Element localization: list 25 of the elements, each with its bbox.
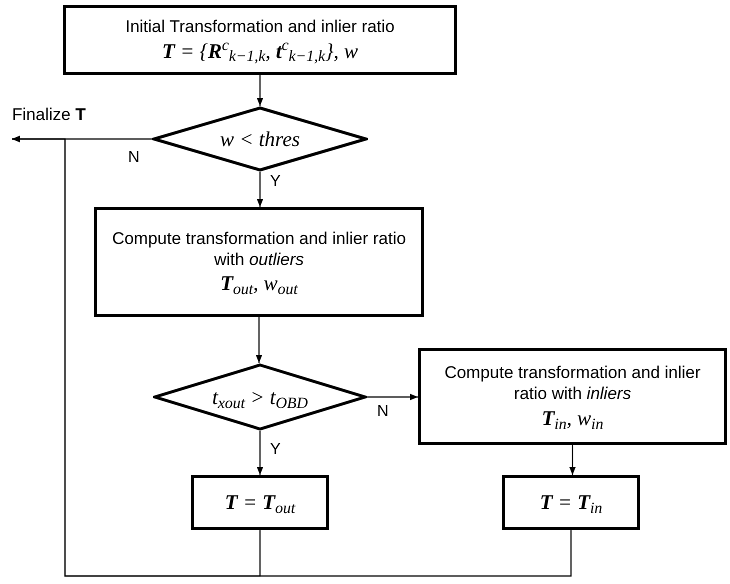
arrow bbox=[569, 445, 576, 475]
process-box bbox=[418, 348, 727, 445]
description-text: Compute transformation and inlier ratio with inliers bbox=[443, 362, 702, 405]
formula: T = {R$^{c}$$_{k−1,k}$, t$^{c}$$_{k−1,k}$}, w bbox=[162, 38, 358, 64]
arrow bbox=[256, 431, 264, 475]
process-box bbox=[94, 207, 424, 317]
description-text: Finalize T bbox=[12, 104, 86, 126]
formula: T$_{in}$, w$_{in}$ bbox=[542, 404, 604, 431]
arrow bbox=[12, 136, 572, 577]
decision-diamond bbox=[152, 106, 368, 172]
description-text: Compute transformation and inlier ratio with outliers bbox=[111, 228, 407, 270]
formula: t$_{x}$$_{out}$ > t$_{OBD}$ bbox=[212, 384, 308, 410]
decision-diamond bbox=[153, 363, 367, 431]
process-box bbox=[191, 475, 329, 530]
arrow bbox=[256, 172, 264, 207]
arrow bbox=[256, 75, 264, 106]
formula: w < thres bbox=[220, 126, 300, 152]
formula: T = T$_{in}$ bbox=[540, 489, 602, 516]
formula: T = T$_{out}$ bbox=[224, 489, 296, 516]
formula: T$_{out}$, w$_{out}$ bbox=[220, 270, 298, 296]
arrow bbox=[256, 317, 262, 363]
process-box bbox=[502, 475, 640, 530]
arrow bbox=[367, 394, 418, 400]
process-box bbox=[63, 5, 457, 75]
description-text: Initial Transformation and inlier ratio bbox=[125, 16, 395, 38]
